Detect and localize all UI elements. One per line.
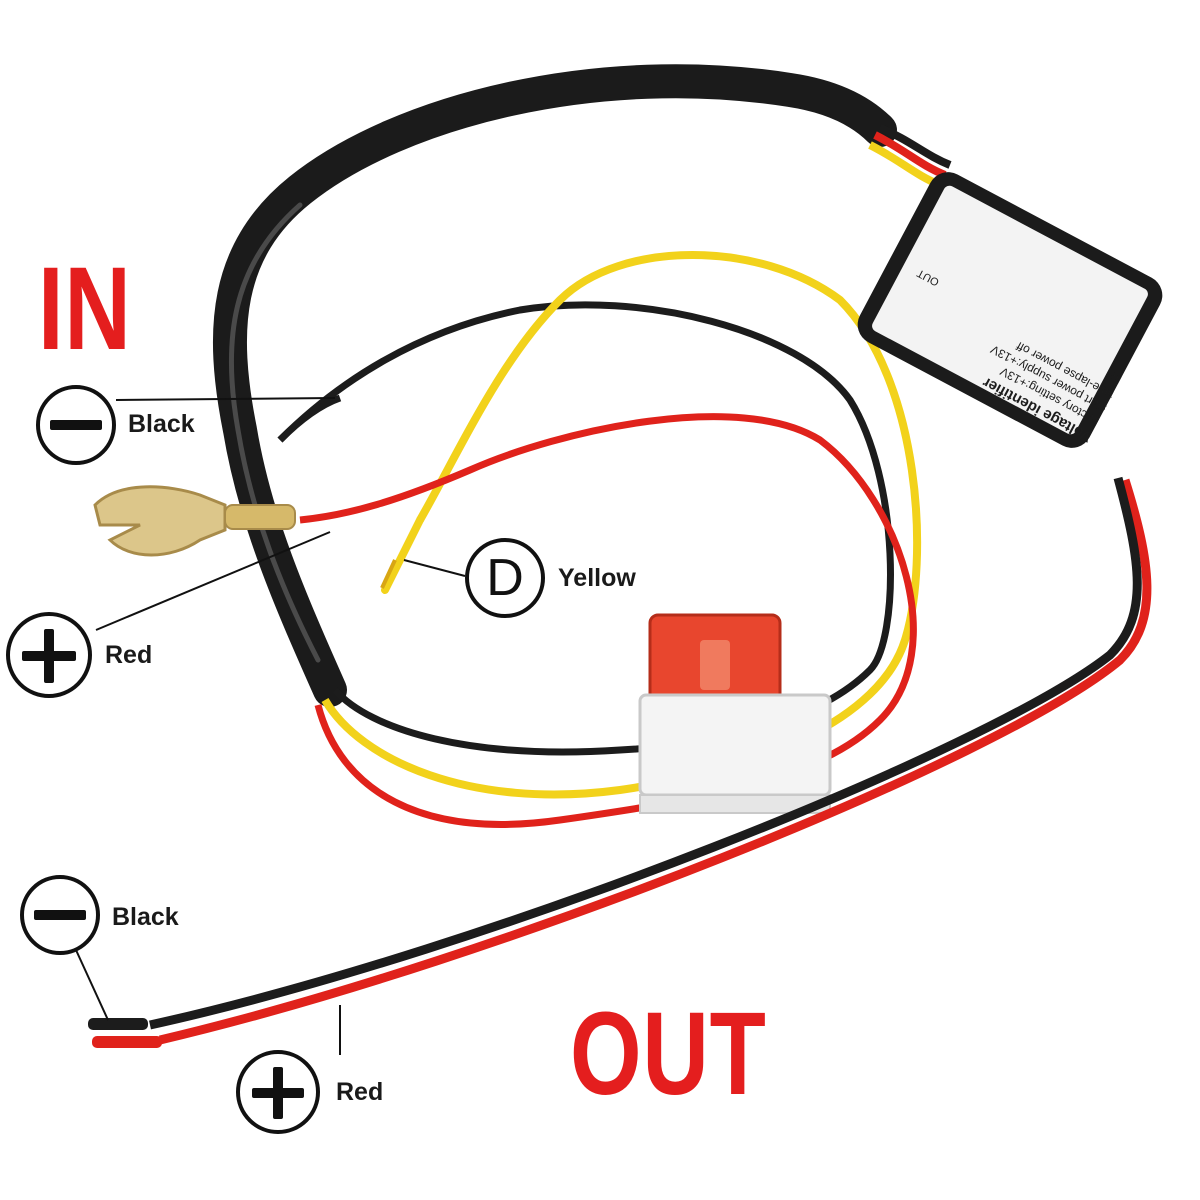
in-negative-label: Black: [128, 410, 195, 438]
output-black-tip: [88, 1018, 148, 1030]
wire-black-module-end: [878, 124, 952, 169]
output-red-tip: [92, 1036, 162, 1048]
wire-yellow-tip-core: [380, 559, 397, 589]
wire-red-lower: [299, 413, 917, 828]
signal-label: Yellow: [558, 564, 636, 592]
d-symbol-letter: D: [486, 549, 524, 607]
callout-line-signal: [403, 559, 466, 577]
sheathed-cable: [212, 64, 897, 707]
plus-symbol-icon: [6, 612, 92, 698]
minus-symbol-icon: [36, 385, 116, 465]
wire-black-lower: [277, 301, 894, 756]
d-symbol-icon: D: [465, 538, 545, 618]
out-positive-label: Red: [336, 1078, 384, 1106]
in-label: IN: [38, 243, 132, 375]
out-negative-label: Black: [112, 903, 179, 931]
fork-terminal: [93, 485, 296, 557]
callout-line-out-negative: [75, 949, 109, 1021]
wire-yellow-tip: [381, 516, 424, 594]
output-cable-black: [149, 476, 1142, 1030]
minus-symbol-icon: [20, 875, 100, 955]
sheathed-cable-highlight: [228, 202, 321, 663]
control-module: [857, 172, 1163, 448]
wire-black-input: [277, 394, 342, 443]
callout-line-in-negative: [115, 397, 336, 401]
output-cable-red: [158, 478, 1152, 1045]
plus-symbol-icon: [236, 1050, 320, 1134]
in-positive-label: Red: [105, 641, 153, 669]
callout-line-in-positive: [95, 531, 331, 631]
out-label: OUT: [570, 988, 767, 1120]
fuse-holder: [638, 613, 832, 814]
wire-red-module-end: [873, 131, 947, 179]
wire-yellow-lower: [321, 251, 922, 799]
